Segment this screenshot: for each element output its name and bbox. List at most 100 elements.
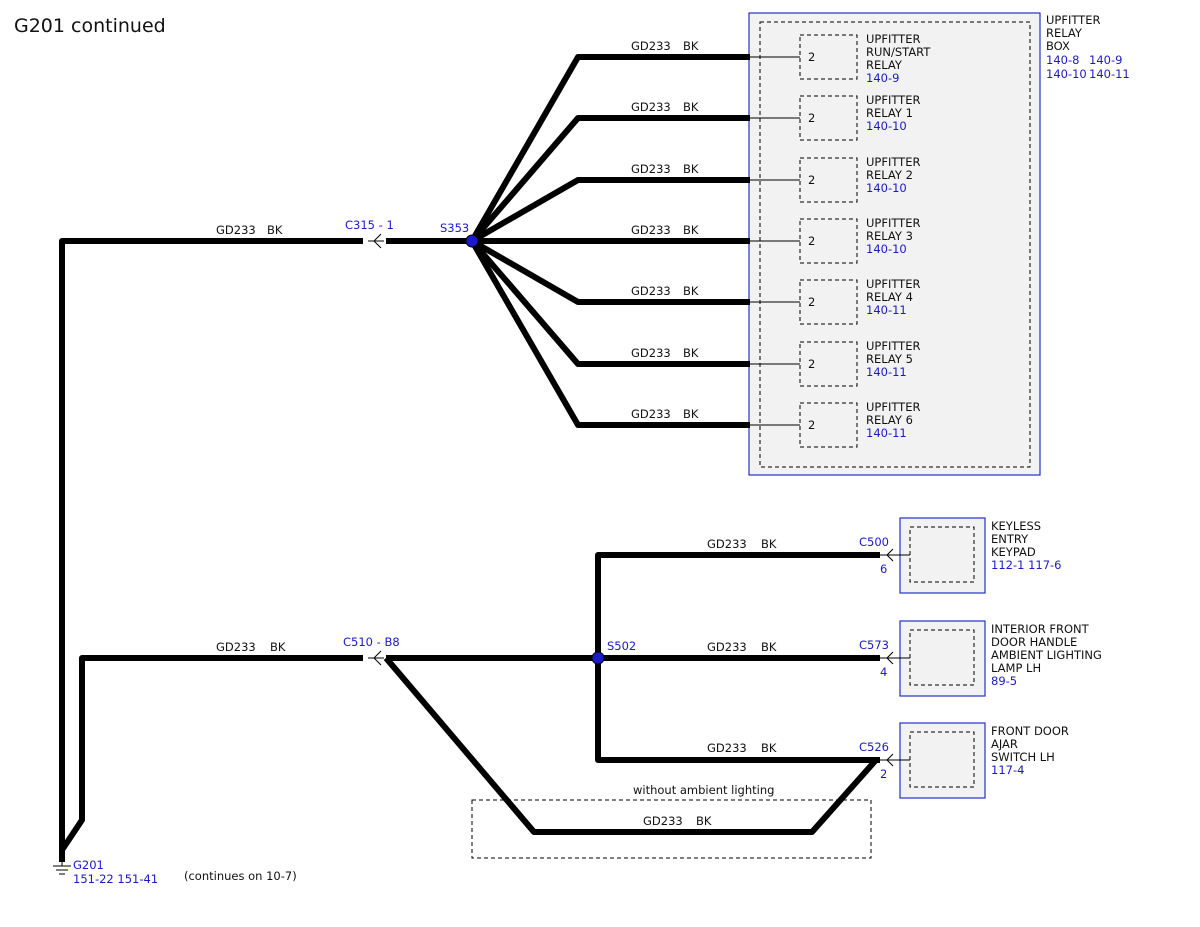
wire-label-code: GD233 (631, 284, 671, 298)
wire-s353-to-relay (469, 239, 750, 428)
wire-label-color: BK (696, 814, 712, 828)
relay-name-line: UPFITTER (866, 216, 920, 230)
page-title: G201 continued (14, 15, 166, 37)
s353-splice-dot (465, 234, 479, 248)
component-name-line: DOOR HANDLE (991, 635, 1077, 649)
relay-pin: 2 (808, 234, 815, 248)
wire-g201-to-c315 (59, 238, 363, 862)
relay-symbol (799, 34, 858, 80)
option-label: without ambient lighting (633, 783, 774, 797)
component-refs: 112-1 117-6 (991, 558, 1062, 572)
component-name-line: KEYPAD (991, 545, 1036, 559)
wire-label-code: GD233 (631, 346, 671, 360)
wire-s353-to-relay (470, 177, 750, 244)
relay-box-label: UPFITTER RELAY BOX 140-8 140-9 140-10 14… (1046, 13, 1130, 81)
wire-label-code: GD233 (631, 100, 671, 114)
wire-label-color: BK (761, 537, 777, 551)
component-pin: 6 (880, 562, 887, 576)
relay-ref: 140-11 (866, 303, 907, 317)
relay-ref: 140-9 (866, 71, 899, 85)
wire-s353-to-relay (469, 54, 750, 243)
wire-s353-to-relay (469, 115, 750, 243)
relay-name-line: RELAY 2 (866, 168, 913, 182)
wire-label-color: BK (683, 346, 699, 360)
relay-box-name-line: RELAY (1046, 26, 1083, 40)
relay-symbol (799, 95, 858, 141)
relay-pin: 2 (808, 111, 815, 125)
relay-name-line: RELAY 6 (866, 413, 913, 427)
component-pin: 2 (880, 767, 887, 781)
component-box (899, 722, 986, 799)
wire-label-code: GD233 (707, 537, 747, 551)
ground-name: G201 (73, 858, 104, 872)
wire-s353-to-relay (470, 238, 750, 305)
wire-label-code: GD233 (216, 223, 256, 237)
relay-box-ref: 140-8 (1046, 53, 1079, 67)
relay-box-name-line: BOX (1046, 39, 1070, 53)
relay-name-line: UPFITTER (866, 155, 920, 169)
wire-label-color: BK (683, 223, 699, 237)
ground-g201: G201 151-22 151-41 (53, 858, 158, 886)
component-name-line: AJAR (991, 737, 1018, 751)
wire-label-color: BK (683, 407, 699, 421)
relay-symbol (799, 341, 858, 387)
wire-s502-to-c526 (595, 658, 880, 763)
relay-ref: 140-10 (866, 242, 907, 256)
relay-name-line: RELAY 5 (866, 352, 913, 366)
relay-name-line: RELAY 4 (866, 290, 913, 304)
component-name-line: ENTRY (991, 532, 1029, 546)
wire-label-code: GD233 (643, 814, 683, 828)
wire-label-color: BK (761, 640, 777, 654)
wire-label-color: BK (270, 640, 286, 654)
relay-ref: 140-10 (866, 181, 907, 195)
relay-ref: 140-10 (866, 119, 907, 133)
relay-box-ref: 140-10 (1046, 67, 1087, 81)
relay-pin: 2 (808, 357, 815, 371)
relay-name-line: UPFITTER (866, 339, 920, 353)
relay-rows: 2UPFITTERRUN/STARTRELAY140-92UPFITTERREL… (750, 32, 931, 448)
component-pin: 4 (880, 665, 887, 679)
relay-name-line: RELAY (866, 58, 903, 72)
component-name-line: KEYLESS (991, 519, 1041, 533)
connector-arrow-icon (886, 548, 894, 562)
wire-label-code: GD233 (216, 640, 256, 654)
component-name-line: SWITCH LH (991, 750, 1055, 764)
relay-name-line: UPFITTER (866, 32, 920, 46)
relay-box-ref: 140-11 (1089, 67, 1130, 81)
component-refs: 117-4 (991, 763, 1024, 777)
s502-splice-dot (591, 651, 605, 665)
wire-g201-to-c510 (59, 655, 363, 852)
ground-refs: 151-22 151-41 (73, 872, 158, 886)
relay-box-name-line: UPFITTER (1046, 13, 1100, 27)
relay-name-line: UPFITTER (866, 93, 920, 107)
relay-ref: 140-11 (866, 365, 907, 379)
wire-label-color: BK (683, 100, 699, 114)
relay-symbol (799, 279, 858, 325)
component-name-line: INTERIOR FRONT (991, 622, 1090, 636)
wire-label-code: GD233 (707, 640, 747, 654)
wire-label-color: BK (267, 223, 283, 237)
relay-name-line: RELAY 3 (866, 229, 913, 243)
relay-name-line: UPFITTER (866, 400, 920, 414)
relay-name-line: UPFITTER (866, 277, 920, 291)
continues-note: (continues on 10-7) (184, 869, 297, 883)
upfitter-relay-box (748, 12, 1041, 476)
component-connector: C573 (859, 638, 889, 652)
component-connector: C526 (859, 740, 889, 754)
wire-label-code: GD233 (631, 162, 671, 176)
component-name-line: AMBIENT LIGHTING (991, 648, 1102, 662)
connector-arrow-icon (886, 753, 894, 767)
wire-s502-to-c500 (595, 552, 880, 658)
wire-label-code: GD233 (631, 223, 671, 237)
relay-pin: 2 (808, 50, 815, 64)
